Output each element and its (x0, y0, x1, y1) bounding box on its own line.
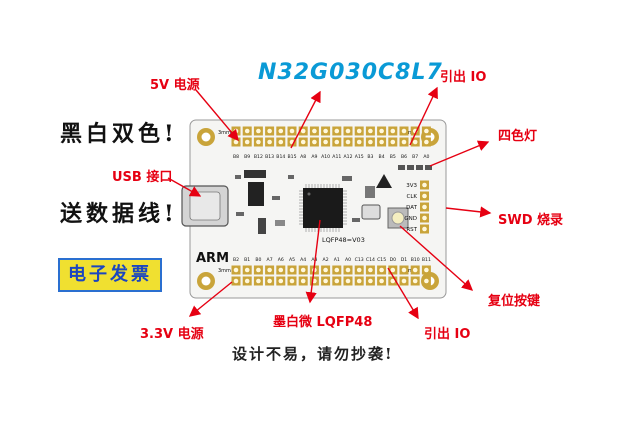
pin-label: A5 (289, 257, 295, 263)
esd-warning-icon (376, 174, 392, 188)
pin-label: C15 (377, 257, 386, 263)
pin-label: A10 (321, 154, 330, 160)
pin-label: B14 (276, 154, 285, 160)
bottom-header-pins (231, 265, 431, 286)
pin-label: B13 (265, 154, 274, 160)
mcu-lqfp48 (299, 184, 347, 232)
top-header-pins (231, 126, 431, 147)
callout-usb-port: USB 接口 (112, 170, 173, 185)
crystal (361, 204, 381, 220)
callout-swd-flash: SWD 烧录 (498, 213, 564, 228)
pin-label: C14 (366, 257, 375, 263)
invoice-badge: 电子发票 (58, 258, 162, 292)
pin-label: A2 (323, 257, 329, 263)
arm-logo: ARM (196, 251, 229, 266)
pin-label: A6 (278, 257, 284, 263)
pin-label: C13 (355, 257, 364, 263)
callout-io-top: 引出 IO (440, 70, 487, 85)
pin-label: B7 (412, 154, 418, 160)
swd-pin-label: DAT (406, 205, 417, 211)
swd-pin-label: GND (404, 216, 417, 222)
hole-label-tl: 3mm (218, 130, 231, 136)
swd-pin-label: 3V3 (406, 183, 417, 189)
callout-mcu: 墨白微 LQFP48 (273, 315, 373, 330)
pin-label: A4 (300, 257, 306, 263)
callout-5v-power: 5V 电源 (150, 78, 200, 93)
pin-label: B4 (379, 154, 385, 160)
pin-label: B12 (254, 154, 263, 160)
pin-label: A11 (332, 154, 341, 160)
slogan-free-cable: 送数据线! (60, 201, 178, 227)
pin-label: B9 (244, 154, 250, 160)
chip-title: N32G030C8L7 (258, 60, 443, 85)
callout-reset-button: 复位按键 (488, 294, 541, 309)
pin-label: B11 (422, 257, 431, 263)
pin-label: D0 (390, 257, 397, 263)
pin-label: B6 (401, 154, 407, 160)
pin-label: B0 (255, 257, 261, 263)
swd-pin-label: CLK (406, 194, 417, 200)
pin-label: A1 (334, 257, 340, 263)
pin-label: A0 (345, 257, 351, 263)
pin-label: A15 (355, 154, 364, 160)
pin-label: B3 (367, 154, 373, 160)
callout-four-color-led: 四色灯 (498, 129, 538, 144)
pin-label: B15 (288, 154, 297, 160)
pin-label: A8 (300, 154, 306, 160)
callout-3v3-power: 3.3V 电源 (140, 327, 204, 342)
pin-label: A12 (344, 154, 353, 160)
voltage-regulator (248, 182, 264, 206)
pin-label: B10 (411, 257, 420, 263)
pin-label: B1 (244, 257, 250, 263)
pin-label: D1 (401, 257, 408, 263)
pin-label: B5 (390, 154, 396, 160)
callout-io-bottom: 引出 IO (424, 327, 471, 342)
footer-note: 设计不易，请勿抄袭! (232, 345, 394, 363)
pin-label: A0 (423, 154, 429, 160)
swd-pin-label: RST (406, 227, 417, 233)
callout-arrows (167, 86, 492, 320)
pin-label: B2 (233, 257, 239, 263)
passive-components (235, 175, 375, 234)
hole-label-bl: 3mm (218, 268, 231, 274)
pin-label: A9 (311, 154, 317, 160)
pin-label: B8 (233, 154, 239, 160)
slogan-two-colors: 黑白双色! (60, 121, 178, 147)
pin-label: A7 (267, 257, 273, 263)
package-label: LQFP48=V03 (322, 236, 365, 244)
four-color-led (398, 165, 432, 170)
